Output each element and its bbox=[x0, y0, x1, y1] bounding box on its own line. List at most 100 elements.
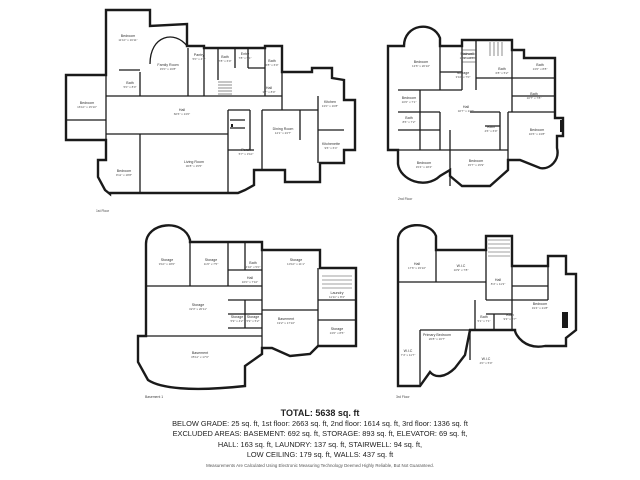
room-dimensions: 11'10" x 16'11" bbox=[118, 38, 137, 42]
floor-plans: Bedroom 11'10" x 16'11" Family Room 15'0… bbox=[64, 8, 578, 399]
room-dimensions: 10'9" x 7'8" bbox=[454, 268, 469, 272]
total-area: TOTAL: 5638 sq. ft bbox=[280, 408, 360, 418]
room-dimensions: 14'1" x 23'7" bbox=[275, 131, 291, 135]
room-dimensions: 19'2" x 17'10" bbox=[277, 321, 295, 325]
room-label: Family Room bbox=[157, 63, 178, 67]
room-label: Bath bbox=[480, 315, 487, 319]
room-dimensions: 5'0" x 8'0" bbox=[123, 85, 136, 89]
room-label: Pantry bbox=[194, 53, 205, 57]
room-label: Storage bbox=[192, 303, 205, 307]
floor-caption: 1st Floor bbox=[96, 209, 110, 213]
area-breakdown-excluded: EXCLUDED AREAS: BASEMENT: 692 sq. ft, ST… bbox=[172, 429, 468, 439]
room-label: Basement bbox=[278, 317, 294, 321]
room-dimensions: 17'6" x 15'10" bbox=[408, 266, 426, 270]
room-label: Storage bbox=[205, 258, 218, 262]
room-dimensions: 16'6" x 13'8" bbox=[529, 132, 545, 136]
room-dimensions: 5'0" x 4'1" bbox=[192, 57, 205, 61]
basement-plan: Storage 9'10" x 18'0" Storage 11'0" x 7'… bbox=[136, 224, 358, 399]
room-dimensions: 11'0" x 7'5" bbox=[204, 262, 219, 266]
room-label: Bedroom bbox=[121, 34, 136, 38]
room-dimensions: 10'7" x 7'8" bbox=[527, 96, 542, 100]
room-dimensions: 35'11" x 17'0" bbox=[191, 355, 209, 359]
room-dimensions: 13'0" x 16'8" bbox=[322, 104, 338, 108]
room-label: Bath bbox=[221, 55, 228, 59]
room-dimensions: 13'0" x 8'8" bbox=[533, 67, 548, 71]
room-dimensions: 7'8" x 5'1" bbox=[238, 56, 251, 60]
second-floor-outline bbox=[386, 25, 565, 188]
second-floor-interior-walls bbox=[398, 40, 555, 186]
room-label: Bedroom bbox=[402, 96, 417, 100]
room-label: W.I.C bbox=[404, 349, 413, 353]
room-dimensions: 17'1" x 8'7" bbox=[460, 56, 475, 60]
room-label: Bath bbox=[126, 81, 133, 85]
room-label: Basement bbox=[192, 351, 208, 355]
room-dimensions: 26'8" x 16'7" bbox=[429, 337, 445, 341]
second-floor-fireplace bbox=[560, 120, 564, 132]
room-dimensions: 6'8" x 6'0" bbox=[265, 63, 278, 67]
area-breakdown-floors: BELOW GRADE: 25 sq. ft, 1st floor: 2663 … bbox=[172, 419, 468, 428]
room-label: Living Room bbox=[184, 160, 204, 164]
basement-outline bbox=[136, 224, 358, 391]
room-dimensions: 5'7" x 3'10" bbox=[239, 152, 254, 156]
room-label: Bedroom bbox=[117, 169, 132, 173]
room-label: Kitchen bbox=[324, 100, 336, 104]
floor-caption: 3rd Floor bbox=[396, 395, 410, 399]
room-dimensions: 9'3" x 8'7" bbox=[503, 317, 516, 321]
room-label: Bath bbox=[506, 313, 513, 317]
room-dimensions: 8'6" x 7'2" bbox=[402, 120, 415, 124]
room-dimensions: 5'9" x 4'2" bbox=[230, 319, 243, 323]
room-dimensions: 16'0" x 7'10" bbox=[242, 280, 258, 284]
room-dimensions: 32'3" x 20'11" bbox=[189, 307, 207, 311]
room-label: W.I.C bbox=[457, 264, 466, 268]
room-label: Bath bbox=[498, 67, 505, 71]
floor-caption: 2nd Floor bbox=[398, 197, 413, 201]
room-dimensions: 13'6" x 20'10" bbox=[412, 64, 430, 68]
first-floor-fireplace bbox=[231, 124, 233, 127]
room-label: Bath bbox=[405, 116, 412, 120]
room-label: Bedroom bbox=[533, 302, 548, 306]
room-label: Storage bbox=[231, 315, 244, 319]
room-label: Bedroom bbox=[530, 128, 545, 132]
room-dimensions: 4'6" x 6'9" bbox=[484, 129, 497, 133]
basement-interior-walls bbox=[145, 242, 356, 348]
first-floor-interior-walls bbox=[66, 48, 344, 193]
room-label: Storage bbox=[247, 315, 260, 319]
room-dimensions: 7'8" x 6'0" bbox=[218, 59, 231, 63]
third-floor-stairs bbox=[488, 239, 510, 257]
room-label: W.I.C bbox=[482, 357, 491, 361]
room-dimensions: 4'10" x 5'0" bbox=[246, 265, 261, 269]
room-dimensions: 15'4" x 18'4" bbox=[416, 165, 432, 169]
room-label: Kitchenette bbox=[322, 142, 340, 146]
room-dimensions: 60'6" x 13'0" bbox=[174, 112, 190, 116]
room-dimensions: 32'7" x 13'6" bbox=[458, 109, 474, 113]
room-dimensions: 5'9" x 5'2" bbox=[246, 319, 259, 323]
room-label: Hall bbox=[414, 262, 420, 266]
room-dimensions: 15'7" x 15'9" bbox=[468, 163, 484, 167]
room-label: Bedroom bbox=[414, 60, 429, 64]
room-label: Dining Room bbox=[273, 127, 294, 131]
room-label: Primary Bedroom bbox=[423, 333, 451, 337]
room-label: Hall bbox=[495, 278, 501, 282]
room-dimensions: 9'11" x 18'8" bbox=[116, 173, 132, 177]
room-dimensions: 19'4" x 21'8" bbox=[532, 306, 548, 310]
area-breakdown-excluded-cont: HALL: 163 sq. ft, LAUNDRY: 137 sq. ft, S… bbox=[217, 439, 423, 449]
room-label: Porch bbox=[241, 148, 250, 152]
room-dimensions: 15'0" x 16'8" bbox=[160, 67, 176, 71]
room-label: Bath bbox=[487, 125, 494, 129]
room-dimensions: 10'10" x 11'1" bbox=[287, 262, 305, 266]
room-label: Laundry bbox=[331, 291, 344, 295]
first-floor-outline bbox=[64, 8, 357, 197]
room-dimensions: 10'0" x 7'1" bbox=[402, 100, 417, 104]
room-label: Hall bbox=[247, 276, 253, 280]
room-label: Bath bbox=[530, 92, 537, 96]
second-floor-stairs bbox=[462, 42, 503, 63]
room-label: Storage bbox=[331, 327, 344, 331]
room-dimensions: 11'11" x 8'3" bbox=[329, 295, 345, 299]
room-dimensions: 6'8" x 5'2" bbox=[495, 71, 508, 75]
room-dimensions: 3'10" x 7'0" bbox=[456, 75, 471, 79]
area-breakdown-excluded-end: LOW CEILING: 179 sq. ft, WALLS: 437 sq. … bbox=[246, 450, 394, 460]
room-label: Entry bbox=[241, 52, 250, 56]
room-dimensions: 7'4" x 11'7" bbox=[401, 353, 416, 357]
third-floor-plan: Hall 17'6" x 15'10" W.I.C 10'9" x 7'8" H… bbox=[396, 223, 578, 399]
first-floor-bay-family bbox=[149, 36, 188, 65]
